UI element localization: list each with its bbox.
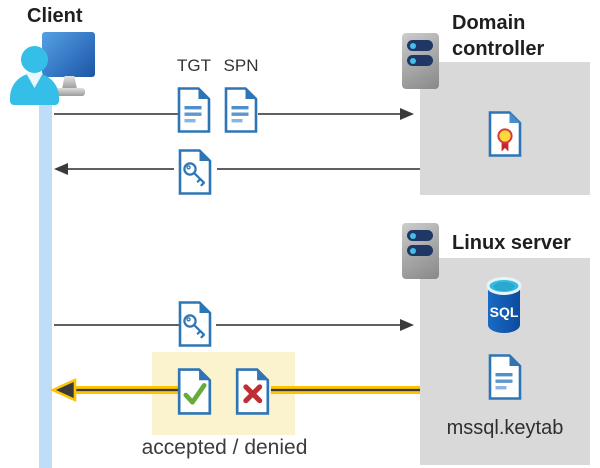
server-drive-slot	[407, 245, 433, 256]
keytab-document-icon	[488, 354, 522, 400]
monitor-icon	[42, 32, 95, 77]
spn-label: SPN	[223, 56, 259, 75]
certificate-icon	[488, 111, 522, 157]
denied-document-icon	[235, 368, 270, 415]
tgt-label: TGT	[177, 56, 211, 75]
arrow-dc-to-client	[54, 163, 420, 175]
linux-server-icon	[402, 223, 439, 279]
linux-server-title: Linux server	[452, 232, 571, 254]
result-caption: accepted / denied	[141, 436, 308, 459]
domain-controller-title: Domain controller	[452, 12, 545, 60]
server-led	[410, 232, 416, 239]
tgt-ticket-document-icon	[177, 87, 211, 133]
client-title: Client	[27, 5, 83, 27]
keytab-label: mssql.keytab	[446, 417, 564, 439]
server-drive-slot	[407, 230, 433, 241]
server-led	[410, 247, 416, 254]
sql-badge-text: SQL	[490, 304, 519, 320]
arrow-linux-to-client-result	[49, 377, 420, 403]
spn-document-icon	[224, 87, 258, 133]
client-lifeline	[39, 88, 52, 468]
server-led	[410, 57, 416, 64]
client-device-icon	[0, 0, 110, 110]
monitor-stand	[62, 76, 77, 89]
key-document-icon	[178, 301, 212, 347]
accepted-document-icon	[177, 368, 212, 415]
server-drive-slot	[407, 40, 433, 51]
server-led	[410, 42, 416, 49]
person-icon	[21, 46, 48, 73]
server-drive-slot	[407, 55, 433, 66]
arrow-client-to-dc	[54, 108, 414, 120]
service-ticket-key-document-icon	[178, 149, 212, 195]
monitor-stand-base	[54, 88, 85, 96]
arrow-client-to-linux	[54, 319, 414, 331]
domain-controller-server-icon	[402, 33, 439, 89]
sql-database-icon: SQL	[486, 277, 522, 333]
